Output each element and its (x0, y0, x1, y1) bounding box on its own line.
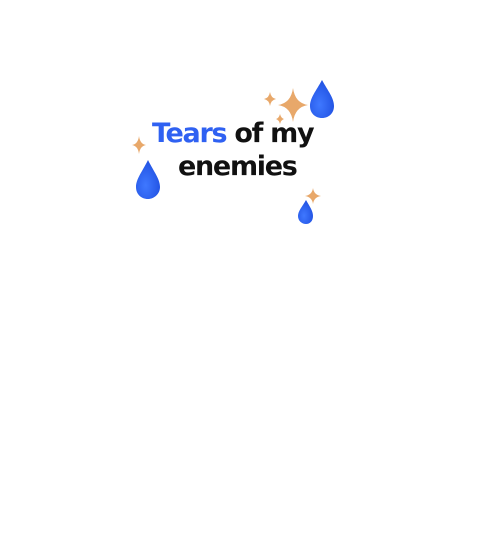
sparkle-icon (132, 136, 146, 154)
teardrop-icon (298, 200, 313, 224)
sparkle-icon (276, 114, 284, 124)
tears-of-my-enemies-artwork: Tears of my enemies (126, 76, 340, 230)
title-words: of my (234, 118, 314, 149)
teardrop-icon (136, 160, 160, 199)
sparkle-icon (278, 88, 308, 122)
highlight-word: Tears (152, 118, 228, 149)
teardrop-icon (310, 80, 334, 118)
sparkle-icon (264, 92, 276, 106)
sparkle-icon (305, 188, 321, 204)
title-line-1: Tears of my (152, 118, 315, 150)
title-line-2: enemies (178, 151, 298, 182)
decorations (132, 80, 334, 224)
